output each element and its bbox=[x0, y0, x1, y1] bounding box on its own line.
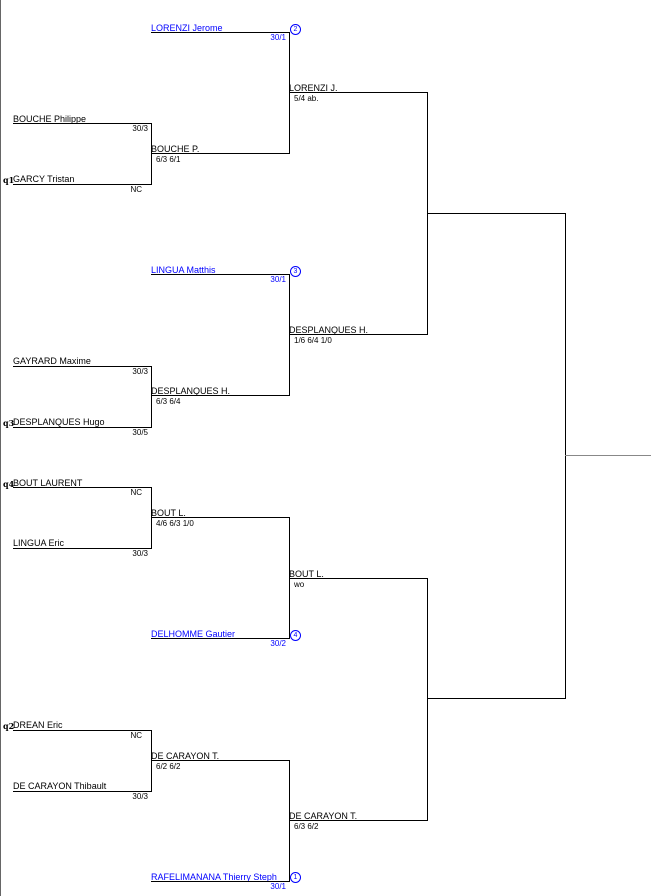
result-line bbox=[151, 395, 289, 396]
match-score: 6/3 6/1 bbox=[156, 155, 181, 164]
result-line bbox=[151, 153, 289, 154]
entry-line bbox=[13, 184, 151, 185]
match-score: 6/2 6/2 bbox=[156, 762, 181, 771]
match-score: 5/4 ab. bbox=[294, 94, 319, 103]
entry-line bbox=[13, 366, 151, 367]
player-name: BOUT LAURENT bbox=[13, 478, 83, 488]
match-score: wo bbox=[294, 580, 305, 589]
match-winner: DESPLANQUES H. bbox=[151, 386, 231, 396]
match-winner: DE CARAYON T. bbox=[151, 751, 220, 761]
player-rank: 30/1 bbox=[270, 275, 286, 284]
player-name: BOUCHE Philippe bbox=[13, 114, 87, 124]
entry-line bbox=[13, 730, 151, 731]
entry-line bbox=[13, 487, 151, 488]
seeded-player-link[interactable]: LORENZI Jerome bbox=[151, 23, 223, 33]
bracket-connector bbox=[151, 366, 152, 428]
match-winner: DESPLANQUES H. bbox=[289, 325, 369, 335]
result-line bbox=[289, 92, 427, 93]
match-winner: BOUT L. bbox=[289, 569, 324, 579]
result-line bbox=[289, 820, 427, 821]
player-rank: 30/5 bbox=[132, 428, 148, 437]
bracket-connector bbox=[289, 760, 290, 882]
player-rank: 30/3 bbox=[132, 124, 148, 133]
entry-line bbox=[151, 638, 289, 639]
player-rank: NC bbox=[130, 488, 142, 497]
entry-line bbox=[13, 123, 151, 124]
player-rank: 30/1 bbox=[270, 33, 286, 42]
seed-badge: 1 bbox=[290, 872, 301, 883]
left-border bbox=[0, 0, 1, 896]
result-line bbox=[289, 334, 427, 335]
result-line bbox=[151, 517, 289, 518]
entry-line bbox=[151, 274, 289, 275]
player-rank: 30/1 bbox=[270, 882, 286, 891]
bracket-connector bbox=[151, 730, 152, 792]
player-name: DESPLANQUES Hugo bbox=[13, 417, 105, 427]
player-name: GARCY Tristan bbox=[13, 174, 75, 184]
match-score: 1/6 6/4 1/0 bbox=[294, 336, 332, 345]
bracket-connector bbox=[427, 578, 428, 821]
qualifier-tag: q1 bbox=[3, 175, 15, 185]
player-rank: 30/3 bbox=[132, 792, 148, 801]
result-line bbox=[289, 578, 427, 579]
seeded-player-link[interactable]: RAFELIMANANA Thierry Steph bbox=[151, 872, 277, 882]
player-name: DE CARAYON Thibault bbox=[13, 781, 107, 791]
seeded-player-link[interactable]: DELHOMME Gautier bbox=[151, 629, 236, 639]
player-rank: NC bbox=[130, 185, 142, 194]
bracket-connector bbox=[151, 487, 152, 549]
match-score: 6/3 6/2 bbox=[294, 822, 319, 831]
entry-line bbox=[151, 32, 289, 33]
match-score: 4/6 6/3 1/0 bbox=[156, 519, 194, 528]
bracket-connector bbox=[151, 123, 152, 185]
match-score: 6/3 6/4 bbox=[156, 397, 181, 406]
player-name: LINGUA Eric bbox=[13, 538, 65, 548]
player-name: DREAN Eric bbox=[13, 720, 63, 730]
match-winner: BOUT L. bbox=[151, 508, 186, 518]
player-rank: 30/3 bbox=[132, 549, 148, 558]
entry-line bbox=[13, 427, 151, 428]
result-line bbox=[151, 760, 289, 761]
qualifier-tag: q3 bbox=[3, 418, 15, 428]
player-name: GAYRARD Maxime bbox=[13, 356, 91, 366]
player-rank: 30/2 bbox=[270, 639, 286, 648]
entry-line bbox=[13, 791, 151, 792]
seed-badge: 2 bbox=[290, 24, 301, 35]
seed-badge: 4 bbox=[290, 630, 301, 641]
result-line bbox=[427, 698, 565, 699]
bracket-connector bbox=[565, 213, 566, 699]
result-line bbox=[427, 213, 565, 214]
match-winner: BOUCHE P. bbox=[151, 144, 200, 154]
bracket-connector bbox=[289, 274, 290, 396]
player-rank: 30/3 bbox=[132, 367, 148, 376]
match-winner: DE CARAYON T. bbox=[289, 811, 358, 821]
seed-badge: 3 bbox=[290, 266, 301, 277]
match-winner: LORENZI J. bbox=[289, 83, 338, 93]
qualifier-tag: q2 bbox=[3, 721, 15, 731]
entry-line bbox=[151, 881, 289, 882]
entry-line bbox=[13, 548, 151, 549]
bracket-connector bbox=[289, 32, 290, 154]
seeded-player-link[interactable]: LINGUA Matthis bbox=[151, 265, 216, 275]
player-rank: NC bbox=[130, 731, 142, 740]
final-line bbox=[565, 455, 651, 456]
qualifier-tag: q4 bbox=[3, 479, 15, 489]
